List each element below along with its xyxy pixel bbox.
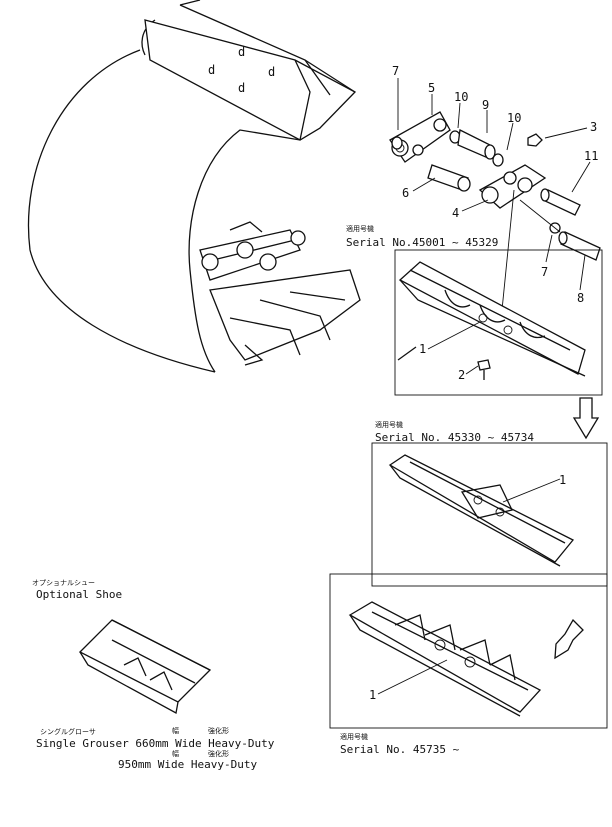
optional-shoe-title: Optional Shoe <box>36 588 122 601</box>
spec-jp-width: 幅 <box>172 749 179 758</box>
track-assembly-drawing: d d d d <box>27 0 361 373</box>
serial-range-1: Serial No.45001 ~ 45329 <box>346 236 498 249</box>
serial-range-2: Serial No. 45330 ~ 45734 <box>375 431 534 444</box>
spec-jp-grouser: シングルグローサ <box>40 727 96 736</box>
serial-range-3: Serial No. 45735 ~ <box>340 743 460 756</box>
part-number-11: 11 <box>584 149 598 163</box>
serial-jp-label: 適用号機 <box>340 732 368 741</box>
spec-jp-width: 幅 <box>172 726 179 735</box>
part-number-1: 1 <box>559 473 566 487</box>
spec-line-950: 950mm Wide Heavy-Duty <box>118 758 257 771</box>
link-parts-drawing <box>389 111 601 331</box>
spec-jp-heavy: 強化形 <box>208 726 229 735</box>
part-number-5: 5 <box>428 81 435 95</box>
part-number-6: 6 <box>402 186 409 200</box>
part-number-9: 9 <box>482 98 489 112</box>
optional-shoe-drawing <box>78 619 212 715</box>
serial-labels: 適用号機 Serial No.45001 ~ 45329 適用号機 Serial… <box>340 224 534 756</box>
part-number-1: 1 <box>369 688 376 702</box>
spec-line-660: Single Grouser 660mm Wide Heavy-Duty <box>36 737 275 750</box>
spec-jp-heavy: 強化形 <box>208 749 229 758</box>
part-number-labels: 7 5 10 9 10 3 11 6 4 7 8 1 2 1 1 <box>369 64 598 702</box>
leader-lines <box>377 78 591 695</box>
part-number-7: 7 <box>541 265 548 279</box>
part-number-8: 8 <box>577 291 584 305</box>
part-number-4: 4 <box>452 206 459 220</box>
bolt-mark: d <box>238 81 245 95</box>
optional-shoe-labels: オプショナルシュー Optional Shoe シングルグローサ 幅 強化形 S… <box>32 579 275 771</box>
part-number-10: 10 <box>454 90 468 104</box>
part-number-10: 10 <box>507 111 521 125</box>
serial-jp-label: 適用号機 <box>375 420 403 429</box>
bolt-mark: d <box>238 45 245 59</box>
optional-shoe-jp: オプショナルシュー <box>32 579 95 587</box>
guard-boxes <box>329 249 608 729</box>
serial-jp-label: 適用号機 <box>346 224 374 233</box>
part-number-7: 7 <box>392 64 399 78</box>
bolt-mark: d <box>268 65 275 79</box>
bolt-mark: d <box>208 63 215 77</box>
part-number-1: 1 <box>419 342 426 356</box>
part-number-3: 3 <box>590 120 597 134</box>
part-number-2: 2 <box>458 368 465 382</box>
